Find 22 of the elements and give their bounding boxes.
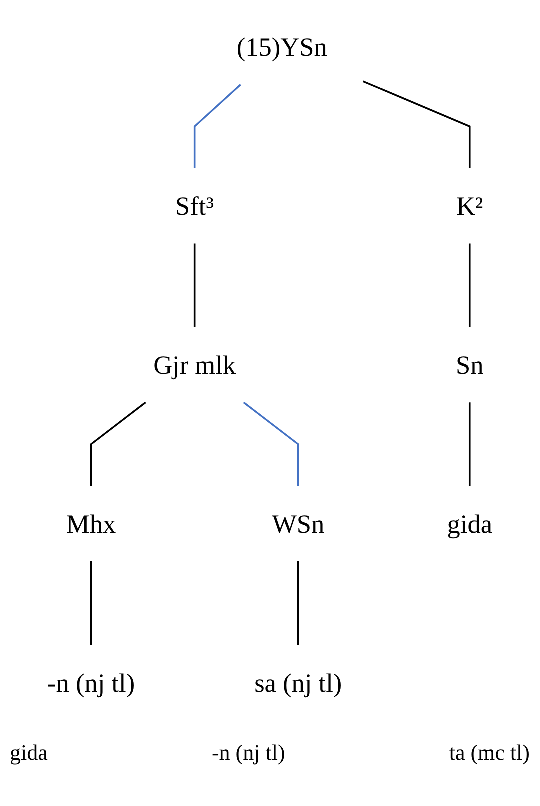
gloss-text: -n (nj tl) [212, 740, 286, 766]
node-text: sa (nj tl) [254, 668, 342, 698]
node-text: Sn [456, 350, 484, 380]
gloss-text: gida [10, 740, 48, 766]
node-text: Sft³ [176, 191, 214, 222]
node-text: gida [447, 508, 493, 539]
connector [90, 402, 146, 486]
node-text: (15)YSn [236, 32, 328, 62]
connector [243, 402, 300, 486]
gloss-text: ta (mc tl) [449, 740, 530, 766]
node-text: K² [456, 191, 484, 222]
node-text: WSn [272, 508, 325, 539]
node-text: Gjr mlk [154, 350, 236, 380]
node-text: -n (nj tl) [47, 668, 136, 698]
connector [194, 244, 196, 328]
connector [362, 80, 471, 168]
connector [468, 244, 471, 328]
node-text: Mhx [66, 508, 116, 539]
connector [90, 562, 92, 646]
connector [194, 84, 242, 168]
connector [468, 402, 471, 486]
connector [297, 562, 300, 646]
